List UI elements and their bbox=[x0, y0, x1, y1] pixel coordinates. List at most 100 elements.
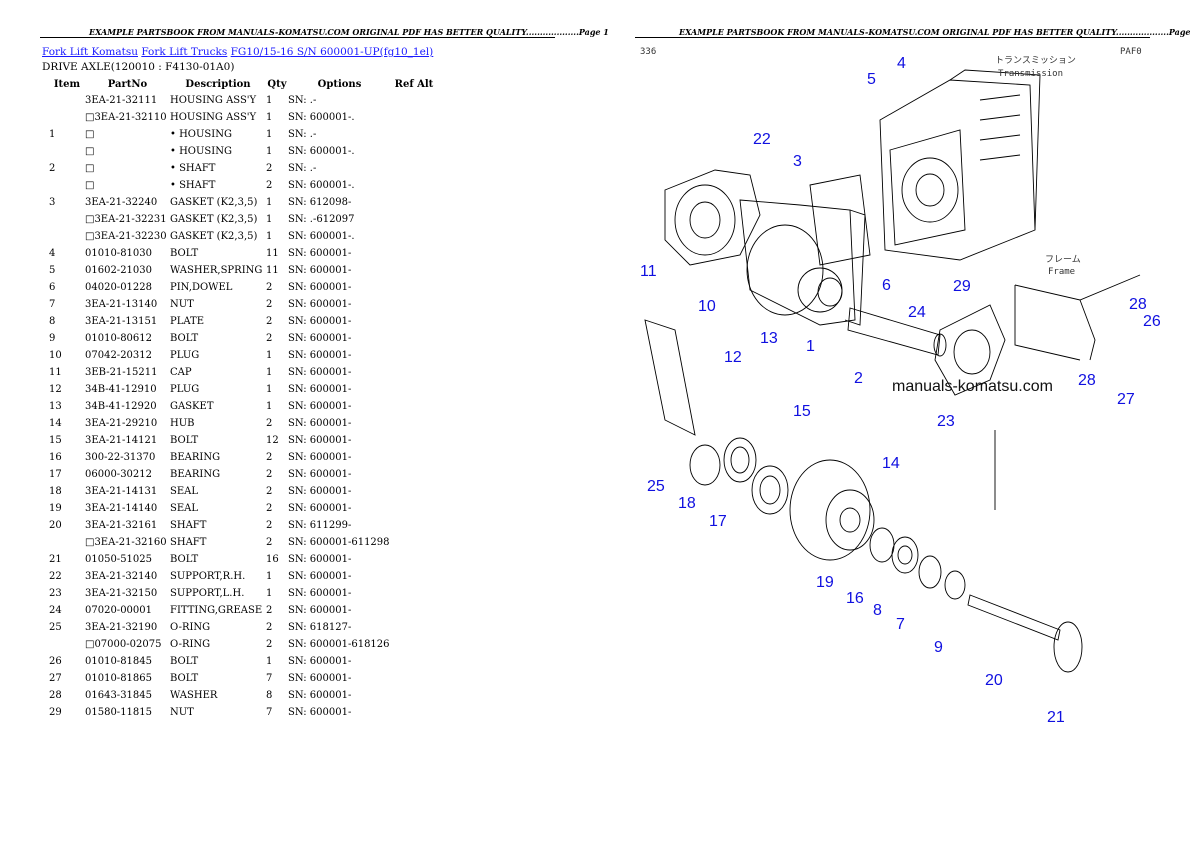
cell-ref-alt bbox=[391, 109, 437, 126]
cell-item: 5 bbox=[49, 265, 56, 276]
callout-14: 14 bbox=[882, 455, 900, 472]
cell-description: SHAFT bbox=[170, 537, 207, 548]
support-bore-drawing bbox=[953, 329, 991, 375]
bracket-outline-drawing bbox=[644, 319, 696, 436]
cell-options: SN: 600001- bbox=[288, 367, 352, 378]
page-header: EXAMPLE PARTSBOOK FROM MANUALS-KOMATSU.C… bbox=[89, 27, 609, 37]
cell-qty: 2 bbox=[266, 639, 273, 650]
cell-options: SN: 600001- bbox=[288, 418, 352, 429]
cell-options: SN: 600001- bbox=[288, 350, 352, 361]
transmission-housing-drawing bbox=[879, 69, 1041, 261]
support-lh-drawing bbox=[934, 304, 1006, 396]
callout-3: 3 bbox=[793, 153, 802, 170]
cell-options: SN: 600001- bbox=[288, 384, 352, 395]
cell-qty: 2 bbox=[266, 503, 273, 514]
cell-partno: 07042-20312 bbox=[85, 350, 153, 361]
cell-options: SN: 600001- bbox=[288, 656, 352, 667]
cell-options: SN: 600001-. bbox=[288, 146, 355, 157]
cell-options: SN: 600001- bbox=[288, 401, 352, 412]
cell-partno: 01602-21030 bbox=[85, 265, 153, 276]
callout-27: 27 bbox=[1117, 391, 1135, 408]
cell-options: SN: 600001- bbox=[288, 333, 352, 344]
cell-description: FITTING,GREASE bbox=[170, 605, 263, 616]
transmission-label: Transmission bbox=[998, 69, 1063, 79]
column-header-item: Item bbox=[53, 78, 81, 90]
cell-item: 8 bbox=[49, 316, 56, 327]
cell-item bbox=[42, 92, 85, 109]
cell-qty: 1 bbox=[266, 129, 273, 140]
cell-options: SN: 618127- bbox=[288, 622, 352, 633]
cell-options: SN: .- bbox=[288, 95, 317, 106]
cell-partno: 3EA-21-32150 bbox=[85, 588, 158, 599]
gasket-drawing bbox=[809, 174, 871, 266]
callout-13: 13 bbox=[760, 330, 778, 347]
cell-item: 22 bbox=[49, 571, 62, 582]
cell-item: 19 bbox=[49, 503, 62, 514]
cell-ref-alt bbox=[391, 126, 437, 143]
cell-options: SN: 600001- bbox=[288, 435, 352, 446]
breadcrumb-link-model[interactable]: FG10/15-16 S/N 600001-UP(fg10_1el) bbox=[230, 46, 434, 58]
callout-2: 2 bbox=[854, 370, 863, 387]
cell-qty: 11 bbox=[266, 265, 279, 276]
cell-partno: 3EA-21-32190 bbox=[85, 622, 158, 633]
callout-1: 1 bbox=[806, 338, 815, 355]
cell-ref-alt bbox=[391, 177, 437, 194]
frame-bracket-drawing bbox=[1079, 299, 1096, 361]
callout-17: 17 bbox=[709, 513, 727, 530]
cell-description: WASHER,SPRING bbox=[170, 265, 263, 276]
cell-options: SN: .-612097 bbox=[288, 214, 355, 225]
cell-qty: 1 bbox=[266, 588, 273, 599]
callout-4: 4 bbox=[897, 55, 906, 72]
callout-24: 24 bbox=[908, 304, 926, 321]
cell-item: 11 bbox=[49, 367, 62, 378]
breadcrumb-link-category[interactable]: Fork Lift Trucks bbox=[141, 46, 228, 58]
cell-item: 21 bbox=[49, 554, 62, 565]
cell-partno: 3EA-21-32111 bbox=[85, 95, 158, 106]
cell-item bbox=[42, 143, 85, 160]
cell-item: 26 bbox=[49, 656, 62, 667]
cell-description: SEAL bbox=[170, 486, 199, 497]
cell-qty: 1 bbox=[266, 384, 273, 395]
diagram-page: EXAMPLE PARTSBOOK FROM MANUALS-KOMATSU.C… bbox=[595, 0, 1190, 842]
cell-ref-alt bbox=[391, 602, 437, 619]
cell-options: SN: 600001- bbox=[288, 469, 352, 480]
cell-partno: 01580-11815 bbox=[85, 707, 153, 718]
wheel-end-drawing bbox=[689, 437, 1083, 673]
cell-partno: 3EA-21-32240 bbox=[85, 197, 158, 208]
cell-description: BEARING bbox=[170, 469, 221, 480]
callout-18: 18 bbox=[678, 495, 696, 512]
cell-description: BOLT bbox=[170, 673, 199, 684]
cell-ref-alt bbox=[391, 313, 437, 330]
cell-description: PIN,DOWEL bbox=[170, 282, 233, 293]
cell-qty: 1 bbox=[266, 367, 273, 378]
cell-partno: □3EA-21-32231 bbox=[85, 214, 167, 225]
cell-ref-alt bbox=[391, 534, 437, 551]
cell-partno: □07000-02075 bbox=[85, 639, 162, 650]
cell-item: 16 bbox=[49, 452, 62, 463]
cell-ref-alt bbox=[391, 619, 437, 636]
cell-partno: 3EA-21-32140 bbox=[85, 571, 158, 582]
cell-options: SN: 600001-. bbox=[288, 112, 355, 123]
cell-partno: □3EA-21-32110 bbox=[85, 112, 167, 123]
cell-ref-alt bbox=[391, 245, 437, 262]
cell-partno: 01010-80612 bbox=[85, 333, 153, 344]
cell-description: BOLT bbox=[170, 554, 199, 565]
cell-partno: 3EA-21-14140 bbox=[85, 503, 158, 514]
cell-partno: □ bbox=[85, 146, 95, 157]
cell-partno: 3EA-21-14121 bbox=[85, 435, 158, 446]
cell-options: SN: 600001- bbox=[288, 571, 352, 582]
cell-item bbox=[42, 636, 85, 653]
cell-item: 14 bbox=[49, 418, 62, 429]
cell-description: • HOUSING bbox=[170, 129, 232, 140]
cell-qty: 1 bbox=[266, 231, 273, 242]
breadcrumb-link-brand[interactable]: Fork Lift Komatsu bbox=[42, 46, 138, 58]
cell-item: 2 bbox=[49, 163, 56, 174]
callout-16: 16 bbox=[846, 590, 864, 607]
